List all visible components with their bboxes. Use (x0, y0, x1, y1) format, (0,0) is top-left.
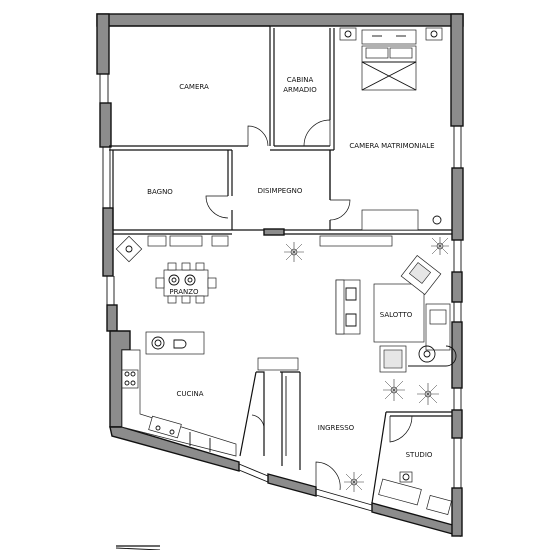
door-kitchen-corridor (251, 414, 265, 431)
wall-right-top (450, 13, 464, 127)
wall-bagno (112, 150, 233, 231)
windows (99, 74, 462, 512)
furniture (115, 27, 457, 516)
label-ingresso: INGRESSO (318, 424, 355, 432)
wall-ingresso (239, 371, 301, 470)
door-ingresso (315, 461, 341, 491)
wall-right-mid (451, 167, 464, 241)
wall-left-lower (106, 304, 118, 332)
label-camera-matrimoniale: CAMERA MATRIMONIALE (349, 142, 434, 150)
label-camera: CAMERA (179, 83, 209, 91)
plant-disimpegno (284, 242, 304, 262)
studio-desk (378, 478, 422, 506)
stair-hint (115, 545, 161, 550)
plant-salotto-3 (417, 383, 439, 405)
wall-bottom-slant-2 (267, 473, 317, 497)
wall-left-mid (99, 102, 112, 148)
door-bagno (205, 195, 229, 219)
wall-right-bottom (451, 487, 463, 537)
wall-right-mid3 (451, 321, 463, 389)
doors (205, 119, 413, 491)
wall-studio (371, 411, 452, 504)
coffee-table (373, 283, 425, 343)
label-bagno: BAGNO (147, 188, 173, 196)
room-labels: CAMERA CABINA ARMADIO CAMERA MATRIMONIAL… (147, 76, 434, 459)
label-cabina-2: ARMADIO (283, 86, 317, 94)
plant-salotto (431, 237, 449, 255)
plant-ingresso (344, 472, 364, 492)
door-studio (389, 415, 413, 443)
door-camera (247, 125, 269, 147)
label-cucina: CUCINA (177, 390, 204, 398)
wall-cabina (273, 28, 331, 147)
label-studio: STUDIO (406, 451, 433, 459)
door-cabina (303, 119, 331, 147)
wall-top (96, 13, 464, 27)
corner-table (115, 235, 143, 263)
interior-walls (109, 25, 452, 504)
wall-left-upper (96, 13, 110, 75)
plant-salotto-2 (383, 379, 405, 401)
plants (284, 237, 449, 492)
wall-camera (109, 25, 271, 147)
wall-right-mid2 (451, 271, 463, 303)
wall-bottom-slant (109, 426, 240, 472)
label-disimpegno: DISIMPEGNO (258, 187, 303, 195)
wall-right-low (451, 409, 463, 439)
wall-left-mid2 (102, 207, 114, 277)
door-matrimoniale (329, 199, 351, 221)
label-pranzo: PRANZO (169, 288, 199, 296)
label-cabina-1: CABINA (287, 76, 314, 84)
label-salotto: SALOTTO (380, 311, 413, 319)
